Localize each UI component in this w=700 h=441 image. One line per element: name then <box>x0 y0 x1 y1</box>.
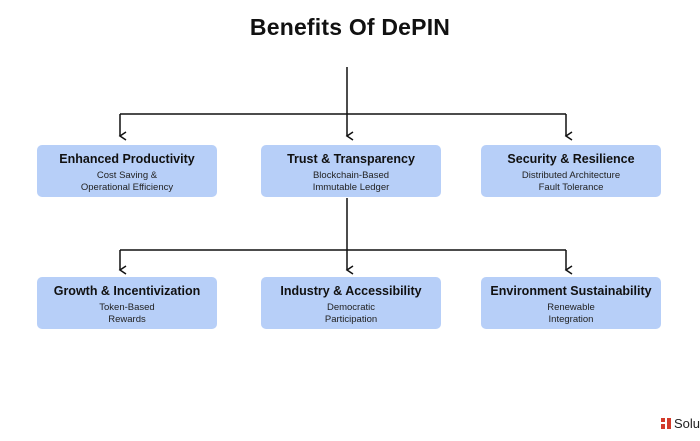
box-subtext-line: Cost Saving & <box>96 170 158 181</box>
box-heading: Trust & Transparency <box>287 152 415 166</box>
box-heading: Environment Sustainability <box>490 284 652 298</box>
box-environment-sustainability: Environment Sustainability Renewable Int… <box>481 277 661 329</box>
brand-watermark: Solu <box>661 416 700 431</box>
box-subtext-line: Blockchain-Based <box>312 170 390 181</box>
box-industry-accessibility: Industry & Accessibility Democratic Part… <box>261 277 441 329</box>
box-subtext-line: Distributed Architecture <box>521 170 621 181</box>
box-subtext-line: Renewable <box>547 302 595 313</box>
diagram-title: Benefits Of DePIN <box>249 14 451 40</box>
box-subtext-line: Immutable Ledger <box>312 181 390 193</box>
box-subtext-line: Operational Efficiency <box>80 181 174 193</box>
box-trust-transparency: Trust & Transparency Blockchain-Based Im… <box>261 145 441 197</box>
box-security-resilience: Security & Resilience Distributed Archit… <box>481 145 661 197</box>
box-heading: Enhanced Productivity <box>59 152 195 166</box>
box-heading: Industry & Accessibility <box>280 284 422 298</box>
box-growth-incentivization: Growth & Incentivization Token-Based Rew… <box>37 277 217 329</box>
box-subtext-line: Fault Tolerance <box>538 181 604 193</box>
box-enhanced-productivity: Enhanced Productivity Cost Saving & Oper… <box>37 145 217 197</box>
box-subtext-line: Integration <box>548 313 594 325</box>
brand-logo-icon <box>661 418 671 429</box>
box-subtext-line: Democratic <box>326 302 376 313</box>
brand-text: Solu <box>674 416 700 431</box>
box-subtext-line: Token-Based <box>99 302 155 313</box>
box-heading: Security & Resilience <box>507 152 635 166</box>
box-heading: Growth & Incentivization <box>53 284 201 298</box>
box-subtext-line: Rewards <box>108 313 146 325</box>
box-subtext-line: Participation <box>324 313 378 325</box>
